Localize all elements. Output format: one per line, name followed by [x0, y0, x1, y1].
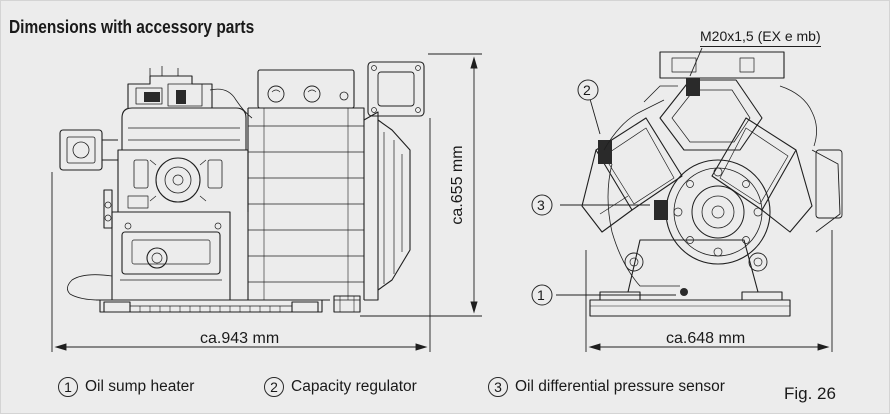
- legend-label-3: Oil differential pressure sensor: [515, 378, 725, 395]
- legend-item-oil-differential-pressure-sensor: 3 Oil differential pressure sensor: [488, 374, 725, 400]
- legend-number-2: 2: [264, 377, 284, 397]
- height-dimension: [360, 53, 482, 317]
- height-dimension-label: ca.655 mm: [449, 145, 466, 225]
- legend-number-3: 3: [488, 377, 508, 397]
- width-dimension: [585, 230, 833, 352]
- legend-item-capacity-regulator: 2 Capacity regulator: [264, 374, 417, 400]
- legend-label-2: Capacity regulator: [291, 378, 417, 395]
- callout-number-1: 1: [537, 287, 545, 303]
- callout-circles: [531, 79, 599, 306]
- legend-number-1: 1: [58, 377, 78, 397]
- legend-item-oil-sump-heater: 1 Oil sump heater: [58, 374, 194, 400]
- page-title: Dimensions with accessory parts: [9, 17, 255, 37]
- width-dimension-label: ca.648 mm: [666, 330, 746, 347]
- compressor-side-view: [59, 61, 425, 313]
- compressor-front-view: [581, 51, 843, 317]
- cable-gland-callout: M20x1,5 (EX e mb): [700, 28, 821, 47]
- length-dimension-label: ca.943 mm: [200, 330, 280, 347]
- legend-label-1: Oil sump heater: [85, 378, 195, 395]
- callout-number-3: 3: [537, 197, 545, 213]
- callout-number-2: 2: [583, 82, 591, 98]
- callout-leaders: [556, 47, 703, 296]
- figure-label: Fig. 26: [784, 384, 836, 403]
- length-dimension: [51, 118, 431, 352]
